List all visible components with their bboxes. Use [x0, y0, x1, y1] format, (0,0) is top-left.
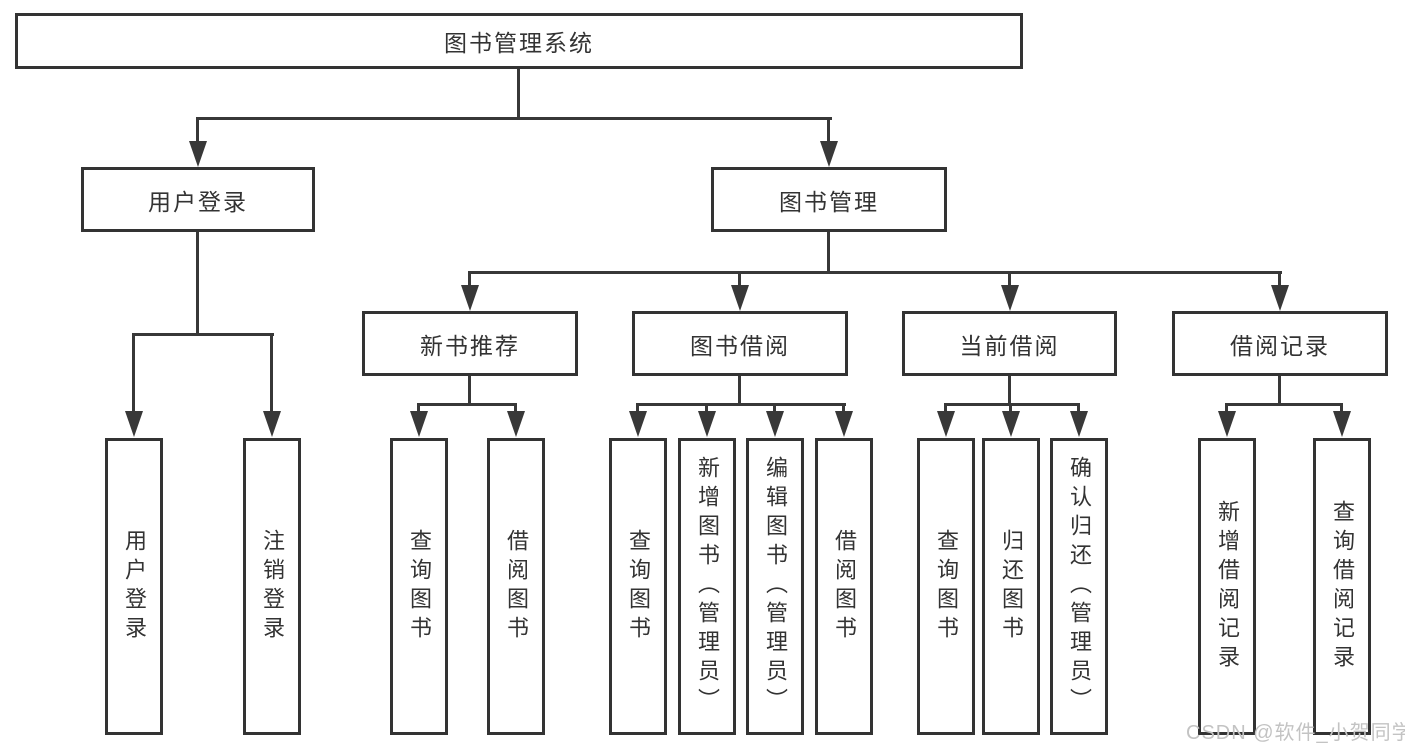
leaf-confirm-return-admin: 确认归还（管理员）	[1050, 438, 1108, 735]
arrow-down-icon	[461, 285, 479, 311]
connector-recommend-drop	[468, 376, 471, 405]
arrow-down-icon	[263, 411, 281, 437]
leaf-add-book-admin: 新增图书（管理员）	[678, 438, 736, 735]
leaf-label: 新增图书（管理员）	[695, 456, 720, 717]
leaf-logout: 注销登录	[243, 438, 301, 735]
connector-stub-leaf	[417, 403, 420, 412]
connector-stub-leaf	[1340, 403, 1343, 412]
connector-stub-leaf	[270, 333, 273, 412]
connector-stub-l3	[468, 271, 471, 286]
arrow-down-icon	[766, 411, 784, 437]
leaf-add-borrow-record: 新增借阅记录	[1198, 438, 1256, 735]
arrow-down-icon	[410, 411, 428, 437]
node-borrow-records: 借阅记录	[1172, 311, 1388, 376]
arrow-down-icon	[125, 411, 143, 437]
node-book-management: 图书管理	[711, 167, 947, 232]
leaf-label: 归还图书	[999, 528, 1024, 645]
connector-stub-leaf	[514, 403, 517, 412]
leaf-label: 确认归还（管理员）	[1067, 456, 1092, 717]
arrow-down-icon	[1218, 411, 1236, 437]
leaf-label: 借阅图书	[504, 528, 529, 645]
connector-stub-l3	[1278, 271, 1281, 286]
connector-stub-leaf	[705, 403, 708, 412]
node-book-borrow: 图书借阅	[632, 311, 848, 376]
connector-stub-l3	[1008, 271, 1011, 286]
connector-root-drop	[517, 69, 520, 117]
leaf-label: 用户登录	[122, 528, 147, 645]
arrow-down-icon	[937, 411, 955, 437]
connector-stub-leaf	[636, 403, 639, 412]
connector-mgmt-drop	[827, 232, 830, 274]
node-user-login: 用户登录	[81, 167, 315, 232]
connector-root-split	[196, 117, 832, 120]
connector-stub-book-mgmt	[827, 117, 830, 142]
node-current-borrow: 当前借阅	[902, 311, 1117, 376]
arrow-down-icon	[629, 411, 647, 437]
leaf-user-login: 用户登录	[105, 438, 163, 735]
arrow-down-icon	[1070, 411, 1088, 437]
arrow-down-icon	[820, 141, 838, 167]
arrow-down-icon	[1271, 285, 1289, 311]
leaf-label: 借阅图书	[832, 528, 857, 645]
leaf-label: 注销登录	[260, 528, 285, 645]
connector-records-drop	[1278, 376, 1281, 405]
connector-records-split	[1225, 403, 1343, 406]
connector-stub-user-login	[196, 117, 199, 142]
connector-mgmt-split	[468, 271, 1282, 274]
leaf-query-books-current: 查询图书	[917, 438, 975, 735]
leaf-label: 查询图书	[407, 528, 432, 645]
arrow-down-icon	[1002, 411, 1020, 437]
connector-stub-leaf	[944, 403, 947, 412]
node-new-book-recommend: 新书推荐	[362, 311, 578, 376]
connector-stub-leaf	[1077, 403, 1080, 412]
leaf-borrow-books-recommend: 借阅图书	[487, 438, 545, 735]
connector-stub-leaf	[132, 333, 135, 412]
leaf-label: 新增借阅记录	[1215, 499, 1240, 674]
connector-stub-leaf	[842, 403, 845, 412]
leaf-return-book: 归还图书	[982, 438, 1040, 735]
connector-stub-leaf	[773, 403, 776, 412]
node-root: 图书管理系统	[15, 13, 1023, 69]
leaf-label: 查询图书	[626, 528, 651, 645]
leaf-query-books-borrow: 查询图书	[609, 438, 667, 735]
leaf-query-borrow-record: 查询借阅记录	[1313, 438, 1371, 735]
csdn-watermark: CSDN @软件_小贺同学	[1186, 722, 1405, 744]
arrow-down-icon	[189, 141, 207, 167]
connector-borrow-split	[636, 403, 846, 406]
connector-current-drop	[1008, 376, 1011, 405]
leaf-label: 编辑图书（管理员）	[763, 456, 788, 717]
connector-borrow-drop	[738, 376, 741, 405]
arrow-down-icon	[1001, 285, 1019, 311]
arrow-down-icon	[698, 411, 716, 437]
connector-current-split	[944, 403, 1080, 406]
arrow-down-icon	[731, 285, 749, 311]
arrow-down-icon	[507, 411, 525, 437]
leaf-label: 查询借阅记录	[1330, 499, 1355, 674]
leaf-edit-book-admin: 编辑图书（管理员）	[746, 438, 804, 735]
leaf-label: 查询图书	[934, 528, 959, 645]
connector-login-split	[132, 333, 274, 336]
arrow-down-icon	[835, 411, 853, 437]
connector-stub-l3	[738, 271, 741, 286]
connector-login-drop	[196, 232, 199, 335]
connector-stub-leaf	[1009, 403, 1012, 412]
leaf-borrow-books: 借阅图书	[815, 438, 873, 735]
arrow-down-icon	[1333, 411, 1351, 437]
leaf-query-books-recommend: 查询图书	[390, 438, 448, 735]
connector-stub-leaf	[1225, 403, 1228, 412]
connector-recommend-split	[417, 403, 517, 406]
